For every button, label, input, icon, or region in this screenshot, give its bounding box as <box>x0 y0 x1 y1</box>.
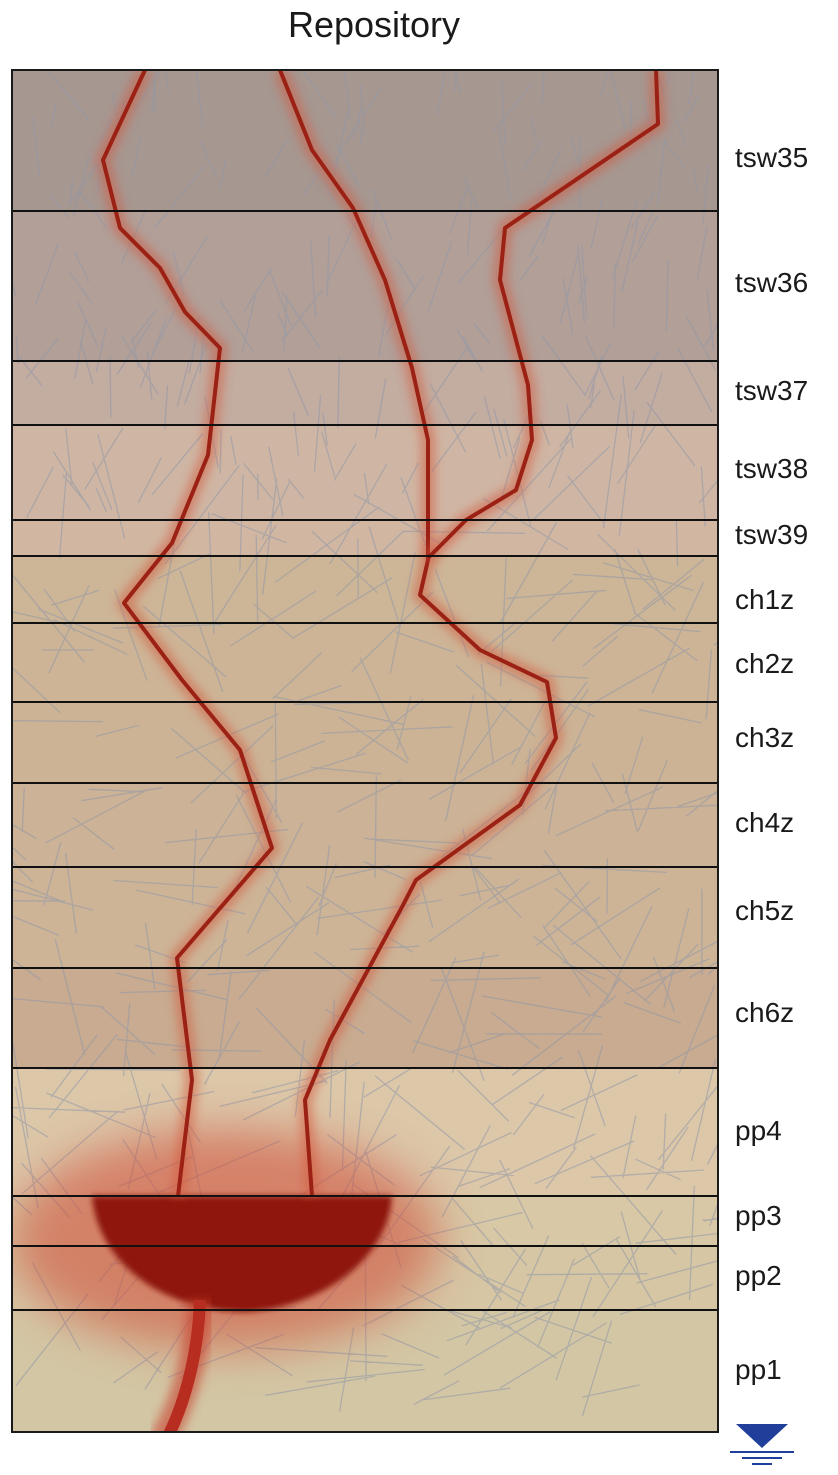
unit-label-tsw35: tsw35 <box>735 144 808 172</box>
layer-tsw38 <box>12 425 718 520</box>
unit-label-ch6z: ch6z <box>735 999 794 1027</box>
unit-label-ch4z: ch4z <box>735 809 794 837</box>
layer-ch5z <box>12 867 718 968</box>
water-table-icon <box>730 1422 794 1470</box>
layer-tsw39 <box>12 520 718 556</box>
layer-ch4z <box>12 783 718 867</box>
unit-label-ch2z: ch2z <box>735 650 794 678</box>
layer-tsw37 <box>12 361 718 425</box>
unit-label-pp1: pp1 <box>735 1356 782 1384</box>
unit-label-pp4: pp4 <box>735 1117 782 1145</box>
unit-label-pp2: pp2 <box>735 1262 782 1290</box>
layer-ch3z <box>12 702 718 783</box>
unit-label-ch5z: ch5z <box>735 897 794 925</box>
unit-label-ch3z: ch3z <box>735 724 794 752</box>
unit-label-pp3: pp3 <box>735 1202 782 1230</box>
unit-label-tsw39: tsw39 <box>735 521 808 549</box>
unit-label-tsw36: tsw36 <box>735 269 808 297</box>
unit-label-tsw37: tsw37 <box>735 377 808 405</box>
unit-label-ch1z: ch1z <box>735 586 794 614</box>
unit-label-tsw38: tsw38 <box>735 455 808 483</box>
